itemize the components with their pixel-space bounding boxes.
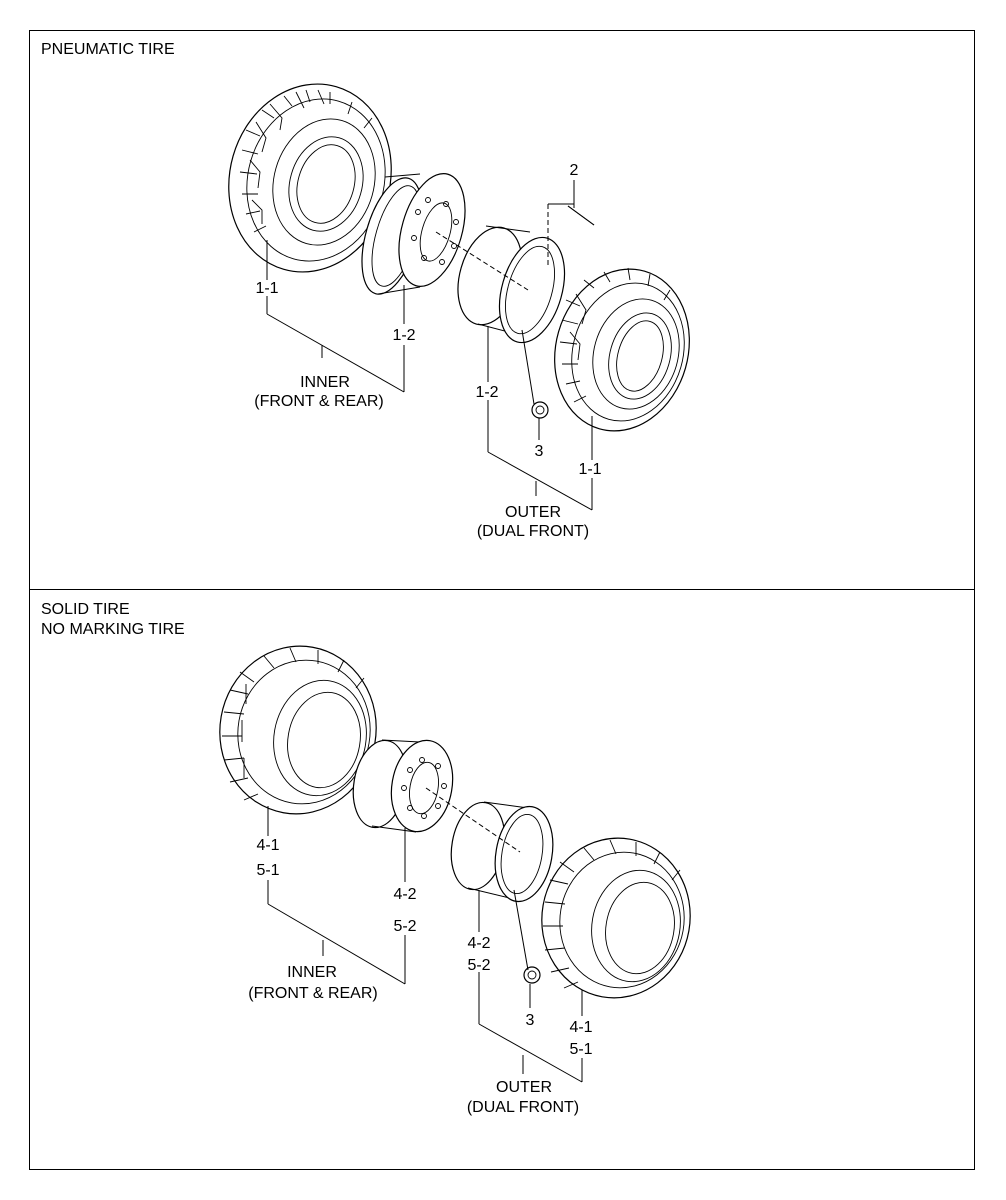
label-inner-tire-a-bottom: 4-1 [256, 837, 279, 854]
label-inner-rim-a-bottom: 4-2 [393, 886, 416, 903]
leader-lines-bottom [267, 806, 583, 1083]
hub-nut-icon-solid [523, 966, 541, 984]
hub-nut-icon [531, 401, 549, 419]
outer-rim [457, 225, 566, 344]
label-outer-tire-b-bottom: 5-1 [569, 1041, 592, 1058]
label-inner-group-top: INNER [300, 374, 350, 391]
inner-rim [361, 173, 466, 295]
outer-pneumatic-tire [554, 267, 690, 432]
panel-subtitle-no-marking: NO MARKING TIRE [41, 621, 185, 638]
label-outer-group-sub-bottom: (DUAL FRONT) [467, 1099, 579, 1116]
label-inner-group-sub-bottom: (FRONT & REAR) [248, 985, 377, 1002]
axis-line-top [435, 231, 529, 291]
label-outer-rim-a-bottom: 4-2 [467, 935, 490, 952]
label-inner-group-bottom: INNER [287, 964, 337, 981]
label-inner-rim-b-bottom: 5-2 [393, 918, 416, 935]
axis-line-bottom [425, 787, 521, 853]
label-inner-rim-top: 1-2 [392, 327, 415, 344]
leader-lines-top [266, 180, 593, 511]
label-inner-tire-top: 1-1 [255, 280, 278, 297]
panel-title-solid: SOLID TIRE [41, 601, 130, 618]
label-outer-group-top: OUTER [505, 504, 561, 521]
panel-title-pneumatic: PNEUMATIC TIRE [41, 41, 175, 58]
inner-solid-tire [219, 645, 377, 815]
label-outer-group-bottom: OUTER [496, 1079, 552, 1096]
valve-stem-icon [567, 205, 595, 226]
outer-rim-solid [450, 801, 554, 903]
solid-tire-panel: SOLID TIRE NO MARKING TIRE [29, 589, 975, 1170]
label-inner-group-sub-top: (FRONT & REAR) [254, 393, 383, 410]
label-outer-rim-top: 1-2 [475, 384, 498, 401]
label-nut-bottom: 3 [526, 1012, 535, 1029]
label-outer-rim-b-bottom: 5-2 [467, 957, 490, 974]
label-outer-group-sub-top: (DUAL FRONT) [477, 523, 589, 540]
inner-rim-solid [352, 739, 454, 833]
label-nut-top: 3 [535, 443, 544, 460]
outer-solid-tire [541, 837, 691, 999]
label-valve: 2 [570, 162, 579, 179]
label-outer-tire-top: 1-1 [578, 461, 601, 478]
label-outer-tire-a-bottom: 4-1 [569, 1019, 592, 1036]
label-inner-tire-b-bottom: 5-1 [256, 862, 279, 879]
